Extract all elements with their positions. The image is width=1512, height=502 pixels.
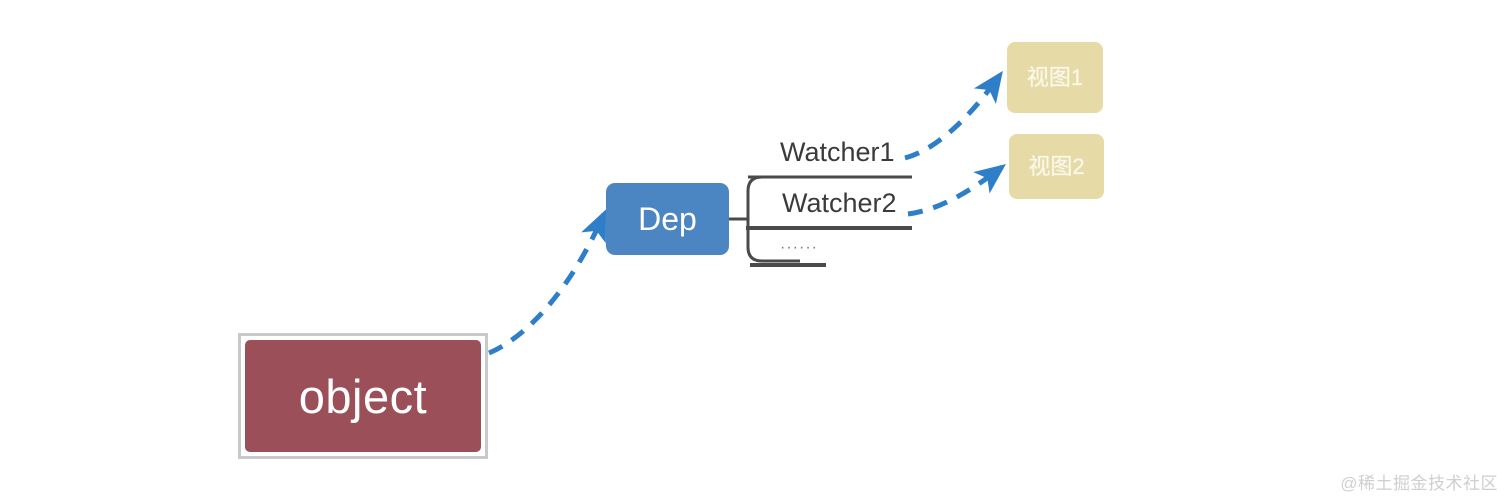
watcher-item-ellipsis: ······ [780, 239, 818, 256]
node-dep-label: Dep [638, 201, 697, 237]
node-object[interactable]: object [238, 333, 488, 459]
node-object-label: object [298, 369, 428, 423]
edge-object-to-dep [488, 209, 607, 356]
watermark-text: @稀土掘金技术社区 [1340, 474, 1498, 493]
node-view-1-label: 视图1 [1026, 64, 1084, 90]
node-view-2[interactable]: 视图2 [1009, 134, 1104, 199]
node-view-1[interactable]: 视图1 [1007, 42, 1103, 113]
edge-watcher2-to-view2 [907, 163, 1006, 217]
watcher-item-2: Watcher2 [782, 188, 897, 218]
node-dep[interactable]: Dep [606, 183, 729, 255]
edge-watcher1-to-view1 [904, 70, 1003, 161]
watcher-item-1: Watcher1 [780, 137, 895, 167]
node-view-2-label: 视图2 [1028, 153, 1085, 179]
node-object-body: object [245, 340, 481, 452]
